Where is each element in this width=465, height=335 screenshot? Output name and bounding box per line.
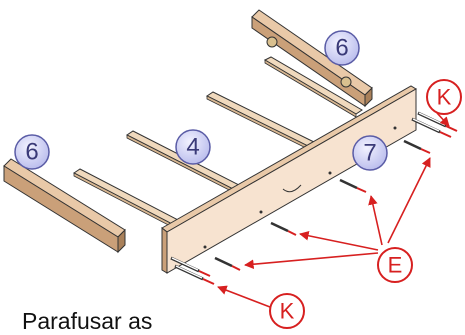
hardware-k-screws-bottom (170, 256, 215, 285)
badge-hardware-e: E (377, 247, 413, 283)
arrows (217, 112, 450, 308)
screw (417, 111, 458, 132)
badge-part-7: 7 (352, 135, 388, 171)
front-panel (161, 85, 417, 274)
badge-label: 6 (335, 35, 348, 62)
badge-label: 4 (186, 134, 199, 161)
screw-hole (393, 126, 397, 130)
dowel (214, 256, 241, 271)
arrow-e-3 (368, 195, 383, 246)
badge-label: E (388, 253, 403, 278)
hardware-k-screws-top (411, 111, 458, 138)
badge-part-4: 4 (175, 129, 211, 165)
badge-part-6-right: 6 (324, 30, 360, 66)
arrow-e-4 (387, 157, 431, 244)
arrow-e-2 (299, 231, 379, 251)
arrow-k-bottom (217, 285, 271, 308)
side-panel-front (3, 158, 126, 254)
badge-part-6-left: 6 (14, 134, 50, 170)
badge-label: 7 (363, 140, 376, 167)
screw (411, 117, 452, 138)
badge-hardware-k-bottom: K (269, 293, 305, 329)
screw (174, 264, 215, 285)
instruction-caption: Parafusar as (22, 308, 153, 334)
screw-hole (259, 210, 263, 214)
screw (170, 256, 211, 277)
dowel (403, 139, 431, 154)
slat (263, 56, 363, 118)
hardware-e-dowels (214, 139, 431, 271)
arrow-e-1 (244, 252, 379, 270)
badge-label: K (280, 299, 295, 324)
arrow-k-top (436, 112, 450, 127)
dowel (270, 221, 297, 236)
screw-hole (328, 171, 332, 175)
badge-label: K (437, 85, 452, 110)
cam-lock-hole (266, 36, 278, 48)
dowel (339, 178, 367, 193)
badge-hardware-k-top: K (426, 79, 462, 115)
side-panel-back (251, 9, 373, 108)
badge-label: 6 (25, 139, 38, 166)
slat (206, 91, 319, 152)
screw-hole (203, 245, 207, 249)
cam-lock-hole (340, 76, 352, 88)
